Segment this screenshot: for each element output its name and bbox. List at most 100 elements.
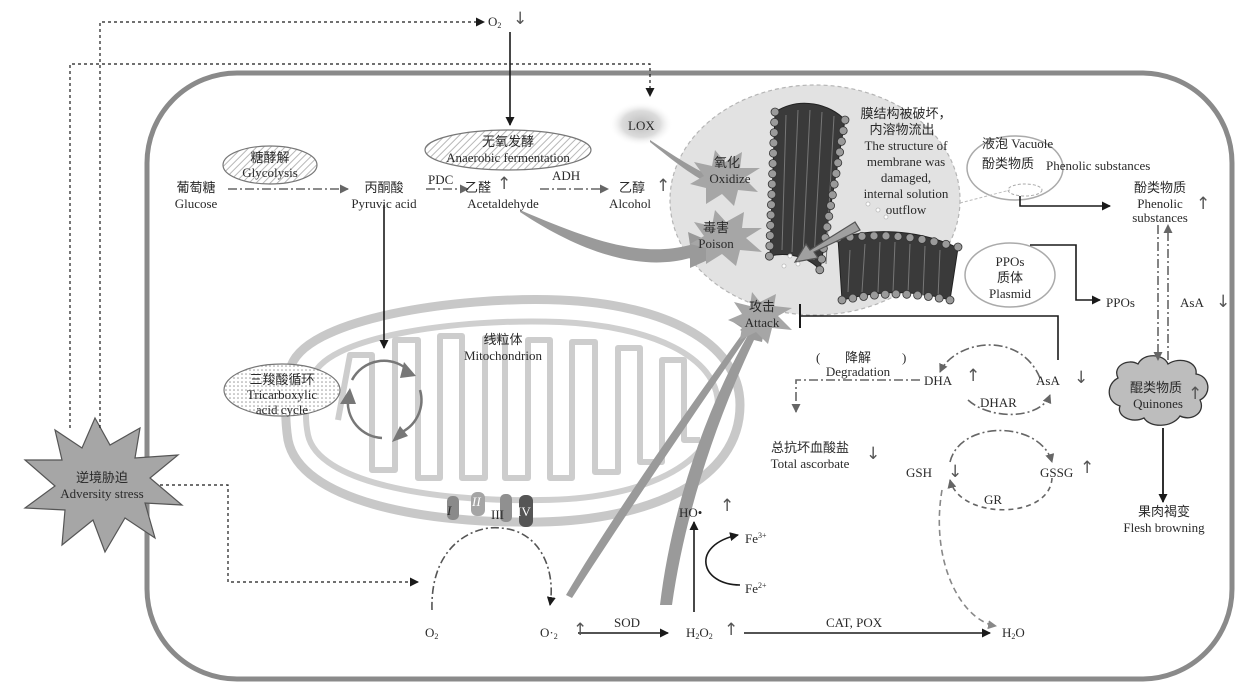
o2-bottom-label: O2	[425, 625, 438, 644]
lipid-head	[881, 290, 889, 298]
complex-3-label: III	[491, 507, 504, 522]
phenolic-out-en-1: Phenolic	[1137, 196, 1183, 211]
lipid-head	[769, 170, 777, 178]
lipid-head	[942, 240, 950, 248]
alcohol-en: Alcohol	[609, 196, 651, 211]
membrane-en-3: damaged,	[881, 170, 931, 185]
pyruvic-en: Pyruvic acid	[351, 196, 416, 211]
degradation-paren-close: )	[902, 350, 906, 365]
superoxide-up-indicator: ↑	[573, 622, 587, 639]
asa-right-label: AsA	[1180, 295, 1204, 310]
lipid-head	[765, 252, 773, 260]
attack-zh: 攻击	[749, 299, 775, 314]
pyruvic-zh: 丙酮酸	[364, 180, 403, 195]
glucose-zh: 葡萄糖	[176, 180, 215, 195]
complex-1-label: I	[447, 503, 451, 518]
membrane-en-5: outflow	[886, 202, 926, 217]
etc-arc	[432, 528, 551, 610]
phenolic-up-indicator: ↑	[1196, 196, 1210, 213]
pdc-label: PDC	[428, 172, 453, 187]
lipid-head	[830, 180, 838, 188]
membrane-zh-1: 膜结构被破坏，	[860, 106, 951, 121]
h2o2-up-indicator: ↑	[724, 622, 738, 639]
adversity-burst	[25, 418, 182, 552]
lox-label: LOX	[628, 118, 655, 133]
lipid-head	[839, 127, 847, 135]
acetaldehyde-zh: 乙醛	[465, 180, 491, 195]
phenolic-out-zh: 酚类物质	[1134, 180, 1186, 195]
anaerobic-zh: 无氧发酵	[482, 134, 534, 149]
cat-pox-label: CAT, POX	[826, 615, 882, 630]
lipid-head	[860, 292, 868, 300]
hydroxyl-label: HO•	[679, 505, 702, 520]
lipid-head	[906, 234, 914, 242]
lipid-head	[766, 242, 774, 250]
lipid-head	[841, 116, 849, 124]
lipid-head	[838, 296, 846, 304]
lipid-head	[882, 232, 890, 240]
lipid-head	[870, 232, 878, 240]
lipid-head	[770, 129, 778, 137]
acetaldehyde-en: Acetaldehyde	[467, 196, 538, 211]
lipid-head	[858, 232, 866, 240]
plasmid-ppos: PPOs	[996, 254, 1025, 269]
adversity-en: Adversity stress	[60, 486, 143, 501]
fe2-label: Fe2+	[745, 578, 767, 596]
asa-right-down-indicator: ↓	[1216, 294, 1230, 311]
dha-label: DHA	[924, 373, 952, 388]
superoxide-label: O·2	[540, 625, 558, 644]
lipid-head	[946, 296, 954, 304]
membrane-en-2: membrane was	[867, 154, 945, 169]
lipid-head	[767, 211, 775, 219]
lipid-head	[823, 223, 831, 231]
lipid-head	[914, 291, 922, 299]
lipid-head	[771, 108, 779, 116]
lipid-head	[930, 238, 938, 246]
lipid-head	[818, 255, 826, 263]
mito-en: Mitochondrion	[464, 348, 542, 363]
lipid-head	[768, 190, 776, 198]
vacuole-label: 液泡 Vacuole	[982, 136, 1053, 151]
vacuole-phenolic-zh: 酚类物质	[982, 156, 1034, 171]
membrane-zh-2: 内溶物流出	[869, 122, 934, 137]
browning-zh: 果肉褐变	[1138, 504, 1190, 519]
lipid-head	[828, 191, 836, 199]
lipid-head	[924, 292, 932, 300]
complex-4-label: IV	[517, 504, 531, 519]
lipid-head	[770, 139, 778, 147]
water-label: H2O	[1002, 625, 1025, 644]
lipid-head	[892, 290, 900, 298]
gssg-label: GSSG	[1040, 465, 1073, 480]
quinones-zh: 醌类物质	[1130, 380, 1182, 395]
oxidize-zh: 氧化	[714, 155, 740, 170]
total-asc-zh: 总抗坏血酸盐	[771, 440, 849, 455]
lipid-head	[769, 160, 777, 168]
lipid-head	[849, 294, 857, 302]
o2-top-label: O2	[488, 14, 501, 33]
phenolic-out-en-2: substances	[1132, 210, 1188, 225]
dha-up-indicator: ↑	[966, 368, 980, 385]
o2-top-down-indicator: ↓	[513, 11, 527, 28]
degradation-paren-open: (	[816, 350, 820, 365]
mito-zh: 线粒体	[483, 332, 522, 347]
plasmid-zh: 质体	[997, 270, 1023, 285]
browning-en: Flesh browning	[1123, 520, 1204, 535]
lipid-head	[918, 235, 926, 243]
dhar-label: DHAR	[980, 395, 1017, 410]
sod-label: SOD	[614, 615, 640, 630]
glycolysis-en: Glycolysis	[242, 165, 298, 180]
membrane-en-1: The structure of	[864, 138, 947, 153]
gsh-label: GSH	[906, 465, 932, 480]
adversity-zh: 逆境胁迫	[76, 470, 128, 485]
gssg-up-indicator: ↑	[1080, 460, 1094, 477]
poison-zh: 毒害	[703, 220, 729, 235]
lipid-head	[903, 290, 911, 298]
quinones-en: Quinones	[1133, 396, 1183, 411]
lipid-head	[894, 233, 902, 241]
alcohol-zh: 乙醇	[619, 180, 645, 195]
lipid-head	[769, 149, 777, 157]
degradation-en: Degradation	[826, 364, 890, 379]
total-asc-down-indicator: ↓	[866, 446, 880, 463]
